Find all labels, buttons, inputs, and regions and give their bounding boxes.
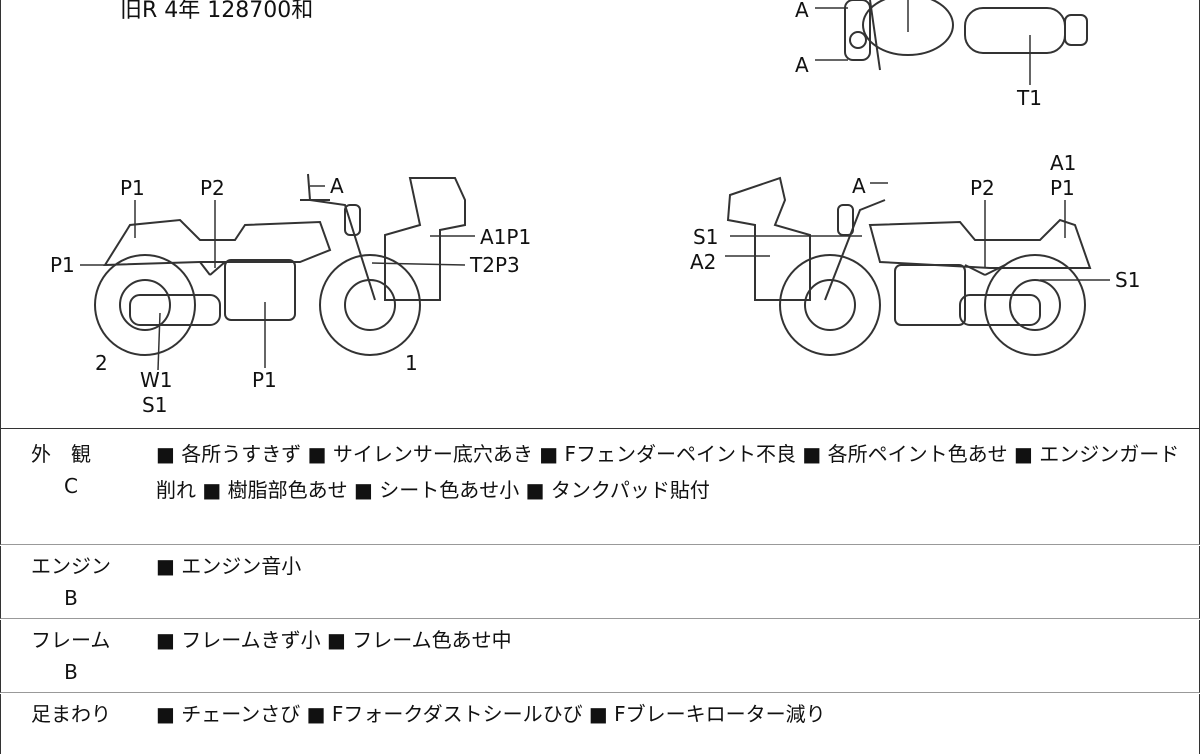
top-view-bike <box>844 0 1088 71</box>
grade: B <box>64 586 78 610</box>
condition-row-engine: エンジン B ■ エンジン音小 <box>0 546 1200 619</box>
condition-row-exterior: 外 観 C ■ 各所うすきず ■ サイレンサー底穴あき ■ Fフェンダーペイント不… <box>0 428 1200 545</box>
grade: B <box>64 660 78 684</box>
condition-row-suspension: 足まわり ■ チェーンさび ■ Fフォークダストシールひび ■ Fブレーキロータ… <box>0 694 1200 754</box>
category-label: エンジン <box>31 554 111 578</box>
damage-label: S1 <box>693 225 719 249</box>
grade: C <box>64 474 78 498</box>
damage-label: P1 <box>50 253 75 277</box>
category-label: 足まわり <box>31 702 111 726</box>
header-text: 旧R 4年 128700和 <box>120 0 314 23</box>
damage-label: T2P3 <box>470 253 520 277</box>
damage-label: W1 <box>140 368 173 392</box>
damage-label: A <box>852 174 866 198</box>
damage-label: P2 <box>970 176 995 200</box>
damage-label: A2 <box>690 250 717 274</box>
right-side-bike <box>726 176 1092 356</box>
leader-lines <box>80 0 1110 371</box>
category-label: フレーム <box>31 628 111 652</box>
damage-label: A1P1 <box>480 225 532 249</box>
damage-label: A <box>795 0 809 22</box>
damage-label: 2 <box>95 351 108 375</box>
damage-label: T1 <box>1017 86 1042 110</box>
damage-label: P2 <box>200 176 225 200</box>
motorcycle-diagrams <box>80 0 1110 371</box>
damage-label: P1 <box>252 368 277 392</box>
damage-label: A <box>795 53 809 77</box>
condition-items: ■ エンジン音小 <box>156 554 302 578</box>
condition-items: ■ フレームきず小 ■ フレーム色あせ中 <box>156 628 512 652</box>
condition-items: ■ 各所うすきず ■ サイレンサー底穴あき ■ Fフェンダーペイント不良 ■ 各… <box>156 442 1180 502</box>
damage-label: S1 <box>142 393 168 417</box>
damage-label: A <box>330 174 344 198</box>
damage-label: A1 <box>1050 151 1077 175</box>
damage-label: S1 <box>1115 268 1141 292</box>
condition-items: ■ チェーンさび ■ Fフォークダストシールひび ■ Fブレーキローター減り <box>156 702 826 726</box>
damage-label: 1 <box>405 351 418 375</box>
category-label: 外 観 <box>31 442 91 466</box>
condition-row-frame: フレーム B ■ フレームきず小 ■ フレーム色あせ中 <box>0 620 1200 693</box>
damage-label: P1 <box>120 176 145 200</box>
damage-label: P1 <box>1050 176 1075 200</box>
